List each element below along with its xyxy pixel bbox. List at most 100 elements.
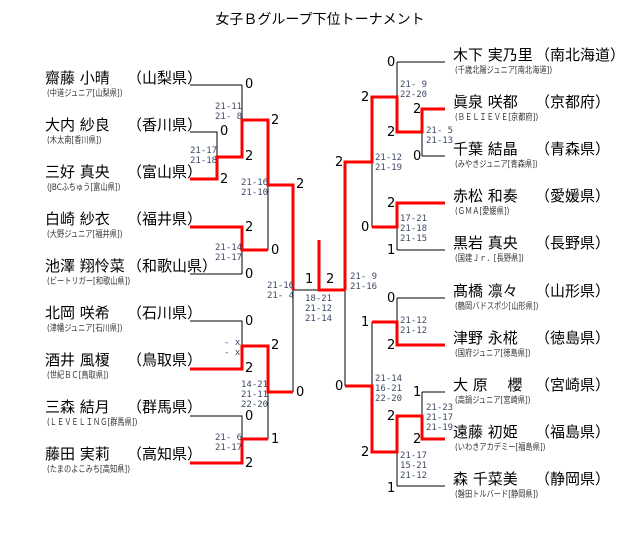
player-pref: （福島県） — [535, 423, 611, 441]
game-scores: 21- 9 22-20 — [400, 80, 428, 100]
player-name: 大 原 櫻 — [453, 376, 523, 394]
match-score: 2 — [361, 90, 370, 105]
player-club: (いわきアカデミー[福島県]) — [455, 443, 546, 453]
player-club: (世紀ＢＣ[鳥取県]) — [47, 371, 109, 381]
player-pref: （香川県） — [127, 116, 203, 134]
player-name: 赤松 和奏 — [453, 187, 518, 205]
player-club: (国府ジュニア[徳島県]) — [455, 349, 531, 359]
player-name: 黒岩 真央 — [453, 234, 518, 252]
match-score: 2 — [387, 125, 396, 140]
match-score: 0 — [245, 267, 254, 282]
player-name: 齋藤 小晴 — [45, 69, 110, 87]
match-score: 0 — [245, 77, 254, 92]
match-score: 0 — [245, 409, 254, 424]
player-name: 北岡 咲希 — [45, 304, 110, 322]
match-score: 2 — [220, 172, 229, 187]
match-score: 1 — [387, 243, 396, 258]
match-score: 2 — [245, 456, 254, 471]
match-score: 2 — [413, 432, 422, 447]
player-name: 木下 実乃里 — [453, 46, 533, 64]
game-scores: 21-16 21-10 — [241, 178, 269, 198]
game-scores: 21-16 21- 4 — [267, 281, 295, 301]
player-name: 津野 永椛 — [453, 329, 518, 347]
game-scores: 21- 6 21-17 — [215, 433, 243, 453]
match-score: 0 — [271, 243, 280, 258]
match-score: 2 — [413, 102, 422, 117]
player-pref: （高知県） — [127, 445, 203, 463]
player-pref: （和歌山県） — [127, 257, 218, 275]
bracket-lines-black — [190, 61, 445, 487]
player-club: (千歳北陽ジュニア[南北海道]) — [455, 66, 553, 76]
game-scores: 21-12 21-19 — [375, 153, 403, 173]
player-club: (中道ジュニア[山梨県]) — [47, 89, 123, 99]
match-score: 0 — [296, 385, 305, 400]
player-pref: （山形県） — [535, 282, 611, 300]
player-name: 千葉 結晶 — [453, 140, 518, 158]
match-score: 2 — [361, 445, 370, 460]
match-score: 0 — [220, 124, 229, 139]
player-club: (ＧＭＡ[愛媛県]) — [455, 207, 510, 217]
game-scores: 21-14 21-17 — [215, 243, 243, 263]
player-name: 髙橋 凛々 — [453, 282, 518, 300]
game-scores: 21-14 16-21 22-20 — [375, 374, 403, 404]
player-pref: （長野県） — [535, 234, 611, 252]
player-name: 白崎 紗衣 — [45, 210, 110, 228]
player-pref: （石川県） — [127, 304, 203, 322]
match-score: 2 — [387, 409, 396, 424]
player-pref: （福井県） — [127, 210, 203, 228]
player-pref: （富山県） — [127, 163, 203, 181]
player-name: 遠藤 初姫 — [453, 423, 518, 441]
player-club: (ＬＥＶＥＬＩＮＧ[群馬県]) — [47, 418, 138, 428]
game-scores: 21-12 21-12 — [400, 316, 428, 336]
match-score: 2 — [271, 113, 280, 128]
bracket-lines-winner — [190, 95, 445, 465]
match-score: 2 — [387, 338, 396, 353]
player-club: (国建Ｊｒ．[長野県]) — [455, 254, 524, 264]
game-scores: 21- 5 21-13 — [426, 126, 454, 146]
player-club: (ＢＥＬＩＥＶＥ[京都府]) — [455, 113, 539, 123]
player-club: (JBCふちゅう[富山県]) — [47, 183, 121, 193]
player-club: (大野ジュニア[福井県]) — [47, 230, 123, 240]
player-pref: （山梨県） — [127, 69, 203, 87]
player-club: (ビートリガー[和歌山県]) — [47, 277, 131, 287]
match-score: 2 — [245, 220, 254, 235]
player-pref: （愛媛県） — [535, 187, 611, 205]
game-scores: 21-17 15-21 21-12 — [400, 451, 428, 481]
match-score: 0 — [361, 220, 370, 235]
player-name: 眞泉 咲都 — [453, 93, 518, 111]
page-title: 女子Ｂグループ下位トーナメント — [215, 12, 425, 28]
final-score-right: 2 — [326, 272, 335, 287]
match-score: 2 — [245, 149, 254, 164]
game-scores: 21- 9 21-16 — [350, 272, 378, 292]
final-score-left: 1 — [305, 272, 314, 287]
match-score: 1 — [271, 432, 280, 447]
match-score: 1 — [387, 481, 396, 496]
player-pref: （徳島県） — [535, 329, 611, 347]
player-pref: （群馬県） — [127, 398, 203, 416]
player-club: (津幡ジュニア[石川県]) — [47, 324, 123, 334]
game-scores: 14-21 21-11 22-20 — [241, 380, 269, 410]
match-score: 0 — [387, 55, 396, 70]
player-club: (みやきジュニア[青森県]) — [455, 160, 538, 170]
match-score: 0 — [245, 314, 254, 329]
player-pref: （京都府） — [535, 93, 611, 111]
player-name: 酒井 風榎 — [45, 351, 110, 369]
match-score: 0 — [413, 149, 422, 164]
player-club: (木太南[香川県]) — [47, 136, 102, 146]
match-score: 2 — [271, 338, 280, 353]
final-game-scores: 18-21 21-12 21-14 — [305, 294, 333, 324]
game-scores: 21-11 21- 8 — [215, 102, 243, 122]
player-name: 森 千菜美 — [453, 470, 518, 488]
player-club: (磐田トルバード[静岡県]) — [455, 490, 539, 500]
player-club: (たまのよこみち[高知県]) — [47, 465, 131, 475]
match-score: 1 — [361, 315, 370, 330]
player-pref: （鳥取県） — [127, 351, 203, 369]
player-club: (鶴岡バドスポ少[山形県]) — [455, 302, 539, 312]
match-score: 2 — [245, 361, 254, 376]
player-name: 三森 結月 — [45, 398, 110, 416]
game-scores: 21-23 21-17 21-19 — [426, 403, 454, 433]
match-score: 2 — [335, 155, 344, 170]
game-scores: 17-21 21-18 21-15 — [400, 214, 428, 244]
game-scores: 21-17 21-18 — [190, 146, 218, 166]
